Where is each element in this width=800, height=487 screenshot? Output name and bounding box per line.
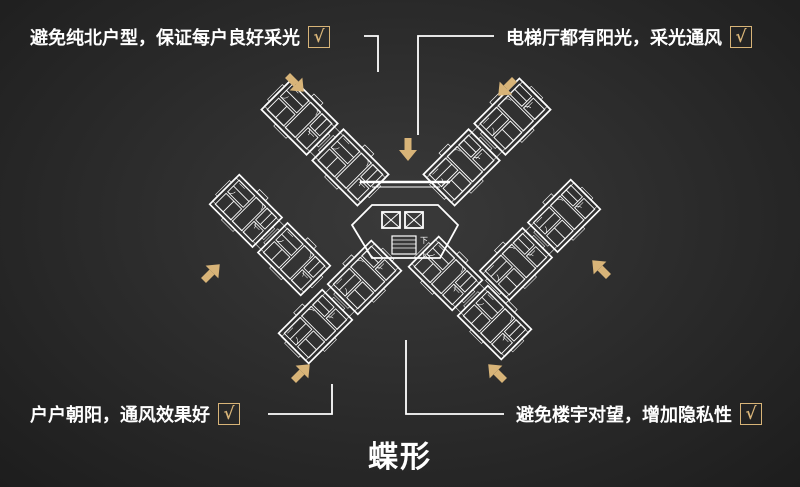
elevator-core [350, 180, 460, 259]
callout-bottom-right: 避免楼宇对望，增加隐私性 √ [516, 401, 762, 427]
wing-bottom-left [274, 236, 405, 367]
callout-text: 电梯厅都有阳光，采光通风 [506, 28, 722, 49]
wing-right-outer [475, 175, 604, 304]
arrow-icon [287, 357, 317, 387]
check-icon: √ [218, 403, 240, 425]
callout-top-right: 电梯厅都有阳光，采光通风 √ [506, 24, 752, 50]
arrow-icon [585, 253, 615, 283]
callout-top-left: 避免纯北户型，保证每户良好采光 √ [30, 24, 330, 50]
arrow-icon [399, 138, 417, 161]
check-icon: √ [308, 26, 330, 48]
leader-lines [268, 35, 504, 415]
wing-top-left [257, 74, 393, 210]
wing-top-right [419, 74, 555, 210]
wing-left-outer [206, 170, 335, 299]
diagram-title: 蝶形 [368, 440, 432, 475]
callout-bottom-left: 户户朝阳，通风效果好 √ [30, 401, 240, 427]
stair-up-mark: 上 [420, 251, 428, 260]
callout-text: 避免纯北户型，保证每户良好采光 [30, 28, 300, 49]
check-icon: √ [730, 26, 752, 48]
callout-text: 避免楼宇对望，增加隐私性 [516, 405, 732, 426]
check-icon: √ [740, 403, 762, 425]
stair-down-mark: 下 [420, 236, 428, 245]
arrow-icon [281, 69, 311, 99]
arrow-icon [197, 257, 227, 287]
callout-text: 户户朝阳，通风效果好 [30, 405, 210, 426]
arrow-icon [481, 357, 511, 387]
